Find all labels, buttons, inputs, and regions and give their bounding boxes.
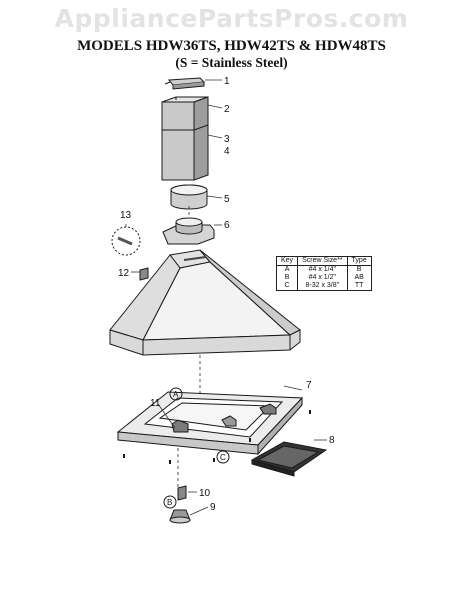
callout-7: 7 (306, 380, 312, 391)
part-screw-detail (111, 226, 141, 256)
cell-screw-size: #4 x 1/2" (297, 274, 348, 282)
table-row: B #4 x 1/2" AB (277, 274, 372, 282)
callout-4: 4 (224, 146, 230, 157)
part-hood-canopy (109, 249, 301, 356)
part-clip (139, 267, 149, 281)
key-marker-b (163, 495, 177, 509)
screw-size-table: Key Screw Size** Type A #4 x 1/4" B B #4… (276, 256, 372, 291)
part-grease-filter (250, 441, 328, 477)
header-screw-size: Screw Size** (297, 256, 348, 266)
callout-8: 8 (329, 435, 335, 446)
diagram-subtitle: (S = Stainless Steel) (175, 55, 288, 70)
callout-11: 11 (150, 398, 161, 409)
callout-3: 3 (224, 134, 230, 145)
key-marker-c (216, 450, 230, 464)
cell-screw-size: 8-32 x 3/8" (297, 282, 348, 291)
callout-5: 5 (224, 194, 230, 205)
cell-screw-size: #4 x 1/4" (297, 265, 348, 274)
part-bottom-frame (116, 391, 304, 456)
part-chimney-cover (161, 96, 209, 181)
header-type: Type (346, 256, 372, 266)
part-duct-ring (170, 184, 208, 210)
callout-1: 1 (224, 76, 230, 87)
small-screws (123, 410, 311, 464)
cell-key: B (284, 274, 290, 281)
cell-key: A (284, 266, 290, 273)
table-row: C 8-32 x 3/8" TT (277, 282, 372, 291)
watermark: AppliancePartsPros.com (54, 4, 409, 33)
diagram-title: MODELS HDW36TS, HDW42TS & HDW48TS (77, 38, 386, 54)
key-letter-a: A (173, 390, 179, 399)
cell-type: AB (346, 274, 372, 282)
callout-12: 12 (118, 268, 130, 279)
callout-9: 9 (210, 502, 216, 513)
part-damper-collar (162, 217, 215, 245)
leader-lines (125, 79, 327, 516)
key-marker-a (169, 387, 183, 401)
callout-2: 2 (224, 104, 230, 115)
callout-6: 6 (224, 220, 230, 231)
part-top-bracket (164, 77, 206, 90)
part-switch (177, 485, 187, 501)
cell-type: TT (346, 282, 372, 291)
screw-table-header: Key Screw Size** Type (276, 256, 372, 266)
key-letter-b: B (167, 498, 172, 507)
cell-key: C (284, 282, 290, 289)
callout-10: 10 (199, 488, 211, 499)
table-row: A #4 x 1/4" B (277, 265, 372, 274)
callout-13: 13 (120, 210, 132, 221)
cell-type: B (346, 265, 372, 274)
part-knob (169, 509, 191, 524)
key-letter-c: C (220, 453, 226, 462)
header-key: Key (276, 256, 298, 266)
